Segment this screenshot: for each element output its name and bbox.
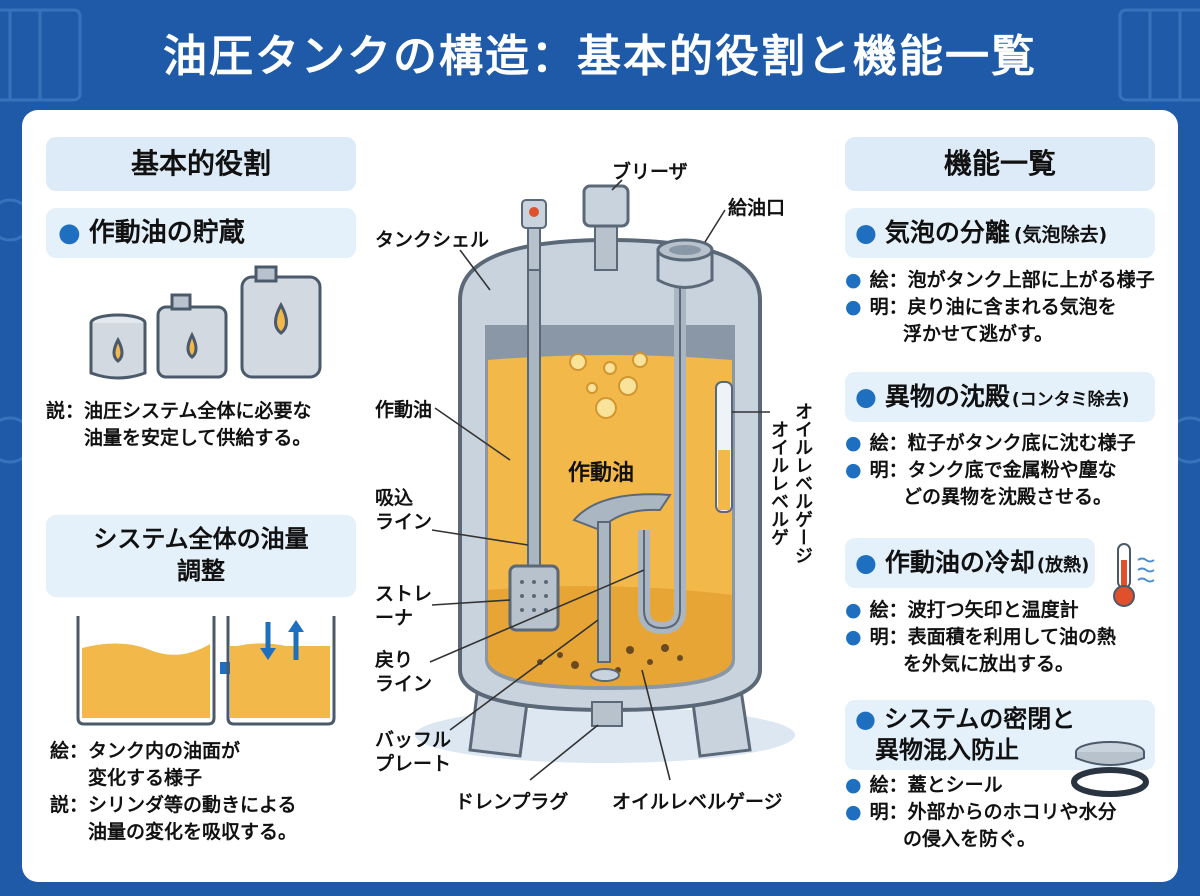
adjust-description: 絵：タンク内の油面が 変化する様子 説：シリンダ等の動きによる 油量の変化を吸収… bbox=[50, 738, 370, 846]
desc-key: 説： bbox=[46, 400, 85, 422]
label-line: 戻り bbox=[375, 649, 414, 671]
page-title: 油圧タンクの構造：基本的役割と機能一覧 bbox=[163, 31, 1037, 82]
desc-key: 絵： bbox=[869, 269, 908, 291]
func-title-line2: 異物混入防止 bbox=[875, 736, 1019, 764]
label-baffle-plate: バッフル プレート bbox=[375, 728, 451, 776]
label-line: 吸込 bbox=[375, 487, 414, 509]
desc-key: 明： bbox=[869, 801, 908, 823]
label-suction-line: 吸込 ライン bbox=[375, 486, 432, 534]
label-line: ライン bbox=[375, 511, 433, 533]
label-oil: 作動油 bbox=[375, 399, 433, 421]
storage-heading: ●作動油の貯蔵 bbox=[46, 208, 356, 258]
bullet-dot: ● bbox=[58, 218, 81, 248]
desc-text: シリンダ等の動きによる bbox=[88, 794, 297, 816]
desc-text: の侵入を防ぐ。 bbox=[903, 828, 1037, 850]
label-level-gauge-bottom: オイルレベルゲージ bbox=[612, 791, 783, 813]
adjust-heading-line1: システム全体の油量 bbox=[93, 525, 309, 553]
desc-key: 説： bbox=[50, 794, 89, 816]
bullet-dot: ● bbox=[855, 382, 877, 411]
desc-text: 泡がタンク上部に上がる様子 bbox=[907, 269, 1155, 291]
desc-text: 粒子がタンク底に沈む様子 bbox=[907, 432, 1136, 454]
func-seal-heading: ●システムの密閉と 異物混入防止 bbox=[845, 700, 1155, 770]
func-seal-description: ● 絵：蓋とシール ● 明：外部からのホコリや水分 の侵入を防ぐ。 bbox=[845, 772, 1165, 853]
func-title: システムの密閉と bbox=[883, 705, 1076, 733]
bullet-dot: ● bbox=[845, 432, 862, 454]
desc-text: 蓋とシール bbox=[907, 774, 1003, 796]
desc-text: 油量の変化を吸収する。 bbox=[88, 821, 298, 843]
label-level-gauge-vertical-2: オイルレベルゲ bbox=[768, 420, 789, 546]
bullet-dot: ● bbox=[855, 218, 877, 247]
label-breather: ブリーザ bbox=[612, 161, 688, 183]
label-strainer: ストレ ーナ bbox=[375, 582, 432, 630]
label-drain-plug: ドレンプラグ bbox=[455, 791, 569, 813]
bullet-dot: ● bbox=[855, 548, 877, 577]
desc-text: 変化する様子 bbox=[88, 767, 203, 789]
bullet-dot: ● bbox=[845, 269, 862, 291]
desc-text: 戻り油に含まれる気泡を bbox=[907, 296, 1117, 318]
desc-text: 浮かせて逃がす。 bbox=[903, 323, 1054, 345]
desc-key: 明： bbox=[869, 626, 908, 648]
desc-text: 油圧システム全体に必要な bbox=[84, 400, 312, 422]
basic-role-header: 基本的役割 bbox=[46, 137, 356, 191]
label-line: バッフル bbox=[375, 729, 452, 751]
func-sediment-heading: ●異物の沈殿(コンタミ除去) bbox=[845, 372, 1155, 422]
desc-key: 絵： bbox=[869, 774, 908, 796]
bullet-dot: ● bbox=[845, 459, 862, 481]
oil-level-change-illustration bbox=[76, 616, 336, 726]
label-line: ーナ bbox=[375, 607, 414, 629]
bullet-dot: ● bbox=[845, 774, 862, 796]
desc-key: 明： bbox=[869, 296, 908, 318]
label-level-gauge-vertical-1: オイルレベルゲージ bbox=[792, 402, 813, 564]
label-oil-inside: 作動油 bbox=[568, 461, 635, 486]
adjust-heading-line2: 調整 bbox=[177, 557, 225, 585]
label-line: ストレ bbox=[375, 583, 433, 605]
func-cooling-description: ● 絵：波打つ矢印と温度計 ● 明：表面積を利用して油の熱 を外気に放出する。 bbox=[845, 597, 1165, 678]
label-line: ライン bbox=[375, 673, 433, 695]
bullet-dot: ● bbox=[845, 599, 862, 621]
bullet-dot: ● bbox=[845, 296, 862, 318]
func-note: (コンタミ除去) bbox=[1011, 390, 1130, 410]
storage-heading-text: 作動油の貯蔵 bbox=[88, 218, 245, 248]
thermometer-icon bbox=[1113, 543, 1155, 607]
storage-description: 説：油圧システム全体に必要な 油量を安定して供給する。 bbox=[46, 398, 366, 452]
desc-key: 絵： bbox=[50, 740, 89, 762]
func-title: 気泡の分離 bbox=[884, 218, 1010, 247]
desc-text: どの異物を沈殿させる。 bbox=[903, 486, 1113, 508]
label-filler: 給油口 bbox=[728, 197, 786, 219]
label-shell: タンクシェル bbox=[375, 229, 490, 251]
desc-text: 油量を安定して供給する。 bbox=[84, 427, 312, 449]
func-bubble-heading: ●気泡の分離(気泡除去) bbox=[845, 208, 1155, 258]
desc-text: 外部からのホコリや水分 bbox=[907, 801, 1117, 823]
func-sediment-description: ● 絵：粒子がタンク底に沈む様子 ● 明：タンク底で金属粉や塵な どの異物を沈殿させ… bbox=[845, 430, 1165, 511]
func-title: 作動油の冷却 bbox=[884, 548, 1035, 577]
desc-text: タンク内の油面が bbox=[88, 740, 241, 762]
desc-text: を外気に放出する。 bbox=[903, 653, 1075, 675]
adjust-heading: システム全体の油量 調整 bbox=[46, 515, 356, 597]
desc-text: 波打つ矢印と温度計 bbox=[907, 599, 1079, 621]
lid-seal-icon bbox=[1071, 741, 1149, 797]
func-cooling-heading: ●作動油の冷却(放熱) bbox=[845, 538, 1095, 588]
label-return-line: 戻り ライン bbox=[375, 648, 432, 696]
bullet-dot: ● bbox=[855, 705, 876, 733]
desc-key: 絵： bbox=[869, 432, 908, 454]
oil-containers-illustration bbox=[89, 265, 322, 380]
function-list-header: 機能一覧 bbox=[845, 137, 1155, 191]
bullet-dot: ● bbox=[845, 801, 862, 823]
func-note: (放熱) bbox=[1036, 555, 1090, 576]
hydraulic-tank-diagram bbox=[415, 179, 795, 781]
desc-text: タンク底で金属粉や塵な bbox=[907, 459, 1117, 481]
func-title: 異物の沈殿 bbox=[884, 382, 1010, 411]
desc-key: 明： bbox=[869, 459, 908, 481]
desc-text: 表面積を利用して油の熱 bbox=[907, 626, 1117, 648]
func-bubble-description: ● 絵：泡がタンク上部に上がる様子 ● 明：戻り油に含まれる気泡を 浮かせて逃がす。 bbox=[845, 267, 1165, 348]
func-note: (気泡除去) bbox=[1013, 224, 1108, 246]
bullet-dot: ● bbox=[845, 626, 862, 648]
label-line: プレート bbox=[375, 753, 452, 775]
desc-key: 絵： bbox=[869, 599, 908, 621]
